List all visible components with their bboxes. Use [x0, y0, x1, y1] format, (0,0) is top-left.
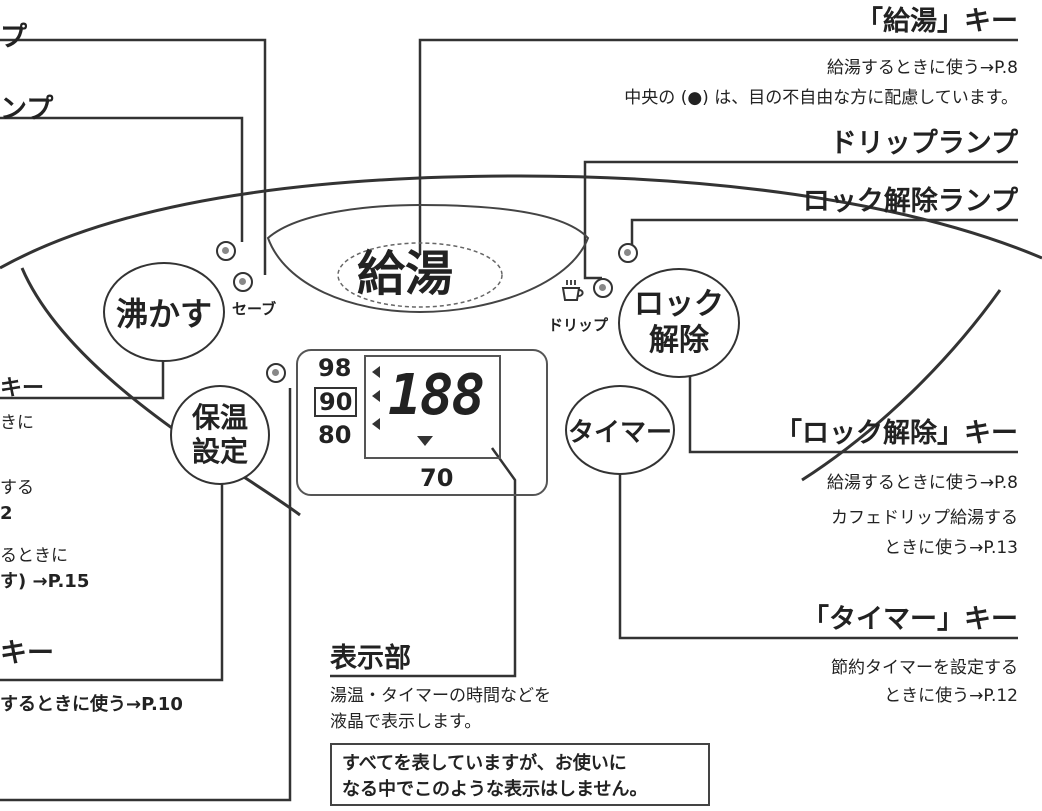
timer-button[interactable]: タイマー: [565, 385, 675, 475]
keep-warm-line1: 保温: [191, 401, 248, 434]
unlock-key-desc1: 給湯するときに使う→P.8: [826, 473, 1018, 493]
keep-warm-lamp: [266, 363, 286, 383]
cup-icon: [561, 280, 584, 301]
note-line2: なる中でこのような表示はしません。: [342, 779, 648, 800]
unlock-lamp: [618, 243, 638, 263]
supply-key-desc2: 中央の (●) は、目の不自由な方に配慮しています。: [624, 88, 1018, 108]
timer-button-label: タイマー: [567, 417, 672, 448]
keep-warm-button[interactable]: 保温 設定: [170, 385, 270, 485]
left-lamp2-title: ンプ: [0, 94, 54, 125]
level-arrows: [372, 366, 380, 430]
supply-button-label: 給湯: [357, 246, 454, 302]
left-key1-title: キー: [0, 376, 45, 401]
timer-key-title: 「タイマー」キー: [802, 604, 1018, 635]
boil-button[interactable]: 沸かす: [103, 262, 225, 362]
supply-button[interactable]: [335, 230, 505, 315]
left-key1-desc3: 2: [0, 503, 13, 524]
unlock-button[interactable]: ロック 解除: [618, 268, 740, 378]
unlock-key-desc2: カフェドリップ給湯する: [831, 508, 1018, 528]
left-key2-desc: するときに使う→P.10: [0, 694, 183, 715]
down-arrow: [417, 436, 433, 446]
unlock-line2: 解除: [649, 323, 709, 358]
supply-key-desc1: 給湯するときに使う→P.8: [826, 58, 1018, 78]
save-label: セーブ: [232, 300, 277, 318]
display-desc1: 湯温・タイマーの時間などを: [330, 686, 551, 706]
temp-98: 98: [318, 354, 352, 382]
left-key1-desc1: きに: [0, 413, 34, 433]
display-desc2: 液晶で表示します。: [330, 712, 482, 732]
keep-warm-line2: 設定: [191, 435, 248, 468]
unlock-key-desc3: ときに使う→P.13: [884, 538, 1018, 558]
note-box: すべてを表していますが、お使いに なる中でこのような表示はしません。: [330, 743, 710, 806]
temp-90: 90: [314, 387, 358, 417]
timer-key-desc2: ときに使う→P.12: [884, 686, 1018, 706]
left-lamp1-title: プ: [0, 22, 27, 53]
supply-key-title: 「給湯」キー: [856, 6, 1018, 37]
lamp-left-upper: [216, 241, 236, 261]
temp-80: 80: [318, 421, 352, 449]
note-line1: すべてを表していますが、お使いに: [342, 753, 627, 774]
lcd-digits: 188: [388, 363, 485, 428]
unlock-lamp-title: ロック解除ランプ: [802, 186, 1018, 217]
timer-key-desc1: 節約タイマーを設定する: [831, 658, 1018, 678]
left-key1-desc5: す) →P.15: [0, 571, 90, 592]
drip-lamp: [593, 278, 613, 298]
drip-label: ドリップ: [548, 316, 609, 334]
drip-lamp-title: ドリップランプ: [829, 128, 1018, 159]
left-key1-desc2: する: [0, 478, 34, 498]
left-key2-title: キー: [0, 638, 54, 669]
unlock-line1: ロック: [634, 287, 724, 322]
unlock-key-title: 「ロック解除」キー: [775, 418, 1018, 449]
left-key1-desc4: るときに: [0, 546, 68, 566]
save-lamp: [233, 272, 253, 292]
display-title: 表示部: [330, 643, 411, 674]
boil-button-label: 沸かす: [115, 295, 212, 333]
temp-70: 70: [420, 464, 454, 492]
